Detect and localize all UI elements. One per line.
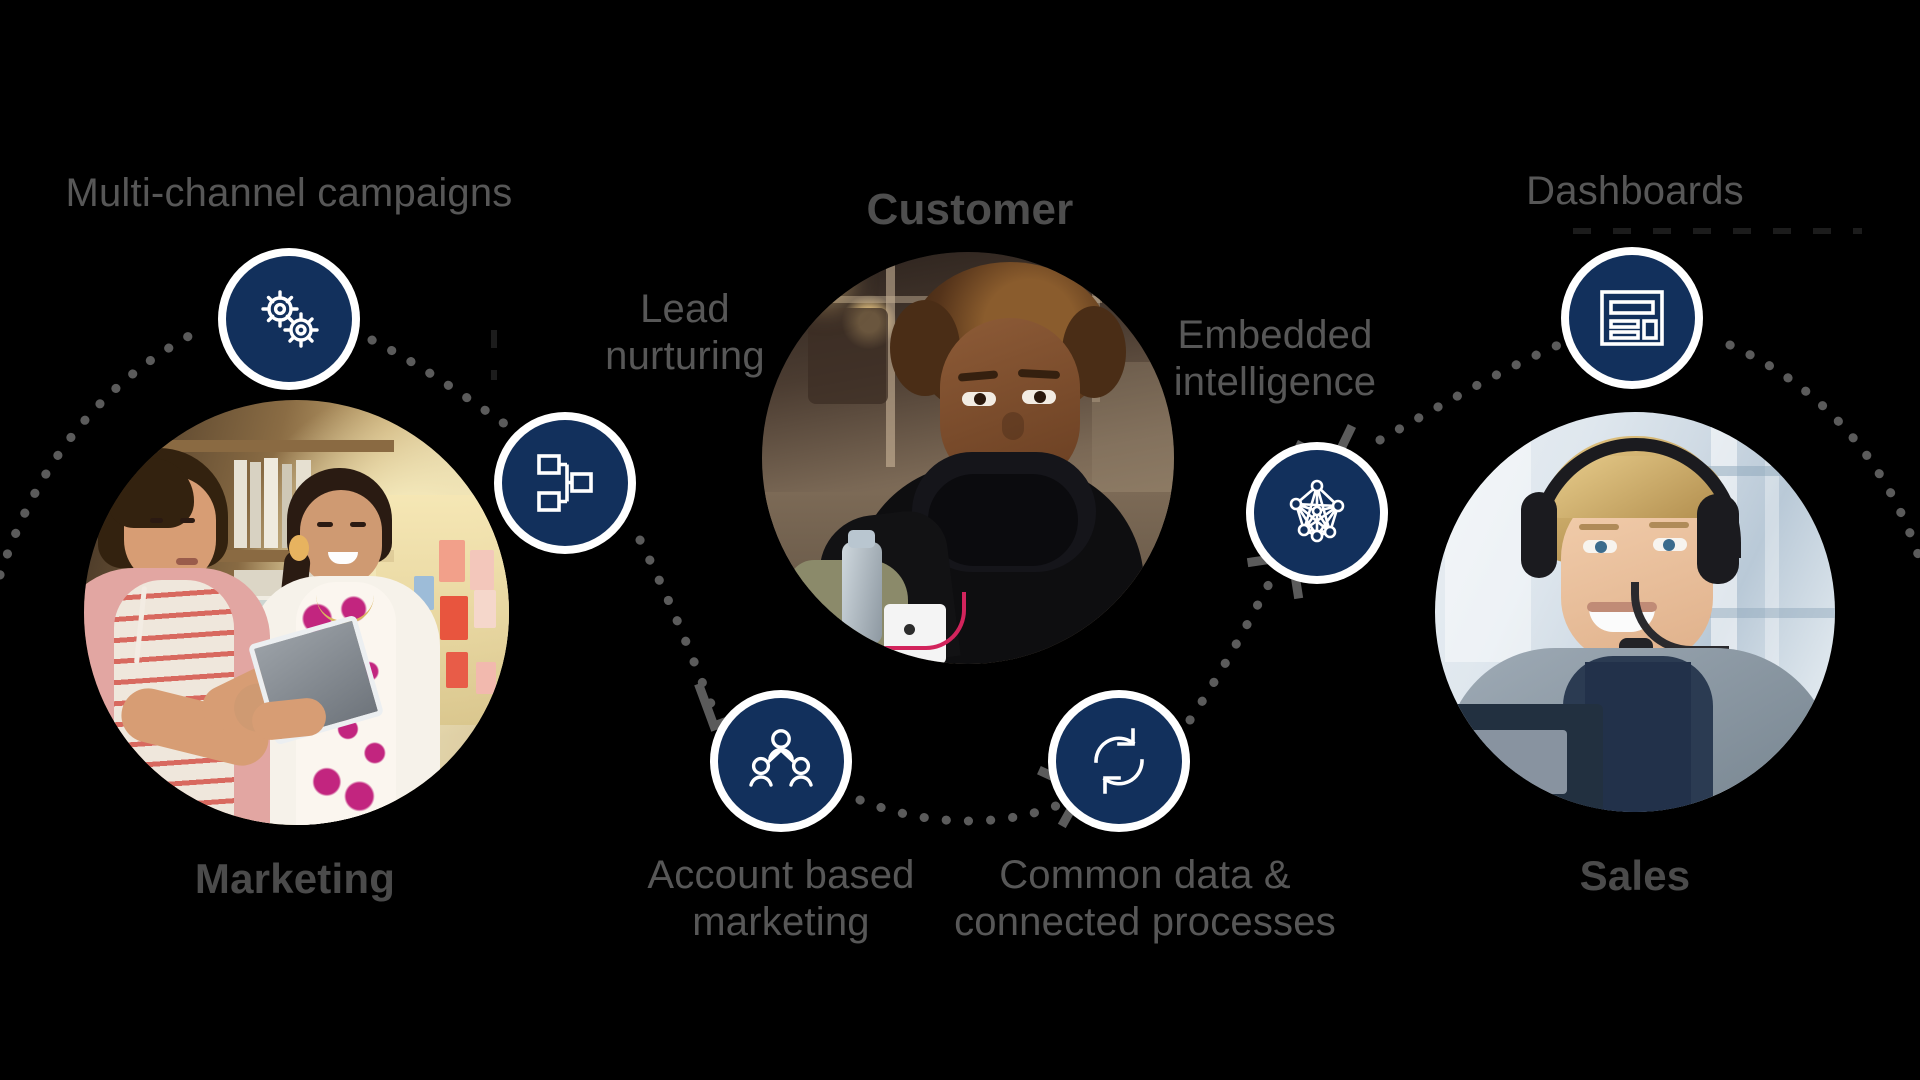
capability-label-multi-channel-campaigns: Multi-channel campaigns bbox=[65, 171, 513, 215]
capability-badge-multi-channel-campaigns[interactable] bbox=[218, 248, 360, 390]
photo-sales bbox=[1435, 412, 1835, 812]
connector-abm-to-commondata bbox=[855, 795, 1075, 826]
connector-nurturing-to-abm bbox=[635, 535, 723, 725]
neural-network-icon bbox=[1289, 479, 1345, 543]
capability-label-embedded-intelligence: Embedded intelligence bbox=[1173, 313, 1377, 404]
hierarchy-icon bbox=[537, 454, 593, 512]
capability-label-dashboards: Dashboards bbox=[1526, 169, 1744, 213]
pillar-label-customer: Customer bbox=[866, 185, 1074, 234]
gears-icon bbox=[261, 290, 319, 348]
connector-commondata-to-ei bbox=[1185, 543, 1293, 725]
capability-badge-lead-nurturing[interactable] bbox=[494, 412, 636, 554]
capability-label-common-data: Common data & connected processes bbox=[954, 853, 1336, 944]
capability-badge-account-based-marketing[interactable] bbox=[710, 690, 852, 832]
capability-badge-common-data[interactable] bbox=[1048, 690, 1190, 832]
capability-badge-embedded-intelligence[interactable] bbox=[1246, 442, 1388, 584]
capability-label-lead-nurturing: Lead nurturing bbox=[605, 287, 765, 378]
photo-marketing-image bbox=[84, 400, 509, 825]
photo-customer bbox=[762, 252, 1174, 664]
pillar-label-sales: Sales bbox=[1579, 852, 1691, 899]
photo-sales-image bbox=[1435, 412, 1835, 812]
sync-icon bbox=[1094, 728, 1144, 794]
capability-label-account-based-marketing: Account based marketing bbox=[647, 853, 915, 944]
pillar-label-marketing: Marketing bbox=[194, 855, 396, 902]
people-group-icon bbox=[749, 729, 813, 787]
photo-marketing bbox=[84, 400, 509, 825]
photo-customer-image bbox=[762, 252, 1174, 664]
capability-badge-dashboards[interactable] bbox=[1561, 247, 1703, 389]
dashboard-icon bbox=[1600, 290, 1664, 346]
